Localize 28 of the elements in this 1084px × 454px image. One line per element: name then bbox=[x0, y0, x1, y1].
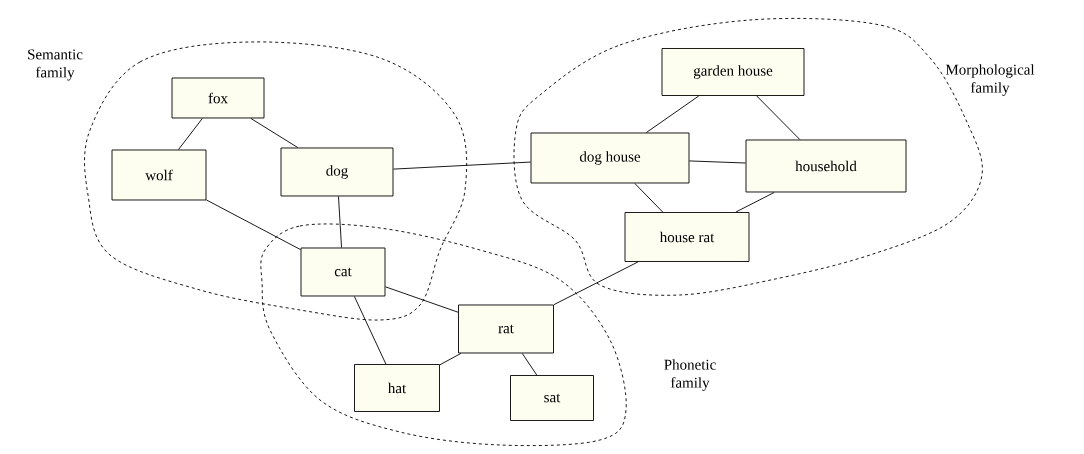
word-box: household bbox=[745, 139, 907, 193]
connector-line bbox=[338, 196, 342, 248]
connector-line bbox=[250, 118, 299, 148]
node-label: Phonetic family bbox=[664, 359, 716, 391]
word-box: house rat bbox=[624, 212, 750, 262]
word-box: sat bbox=[510, 375, 594, 421]
node-label: Semantic family bbox=[28, 49, 83, 81]
word-box: hat bbox=[354, 364, 440, 412]
word-box: dog bbox=[280, 147, 394, 197]
word-box: rat bbox=[458, 304, 554, 354]
connector-line bbox=[393, 161, 531, 170]
word-box: cat bbox=[300, 247, 386, 297]
connector-line bbox=[553, 261, 639, 306]
connector-line bbox=[645, 95, 700, 133]
connector-line bbox=[735, 192, 775, 213]
word-box: fox bbox=[171, 77, 265, 119]
connector-line bbox=[178, 118, 203, 150]
connector-line bbox=[634, 183, 664, 213]
connector-line bbox=[206, 199, 301, 251]
connector-line bbox=[521, 353, 538, 376]
connector-line bbox=[439, 353, 462, 366]
connector-line bbox=[689, 160, 746, 164]
connector-line bbox=[385, 286, 459, 313]
connector-line bbox=[756, 95, 801, 140]
word-box: garden house bbox=[661, 48, 805, 96]
word-box: wolf bbox=[111, 149, 207, 201]
word-box: dog house bbox=[530, 132, 690, 184]
connector-line bbox=[353, 296, 387, 365]
